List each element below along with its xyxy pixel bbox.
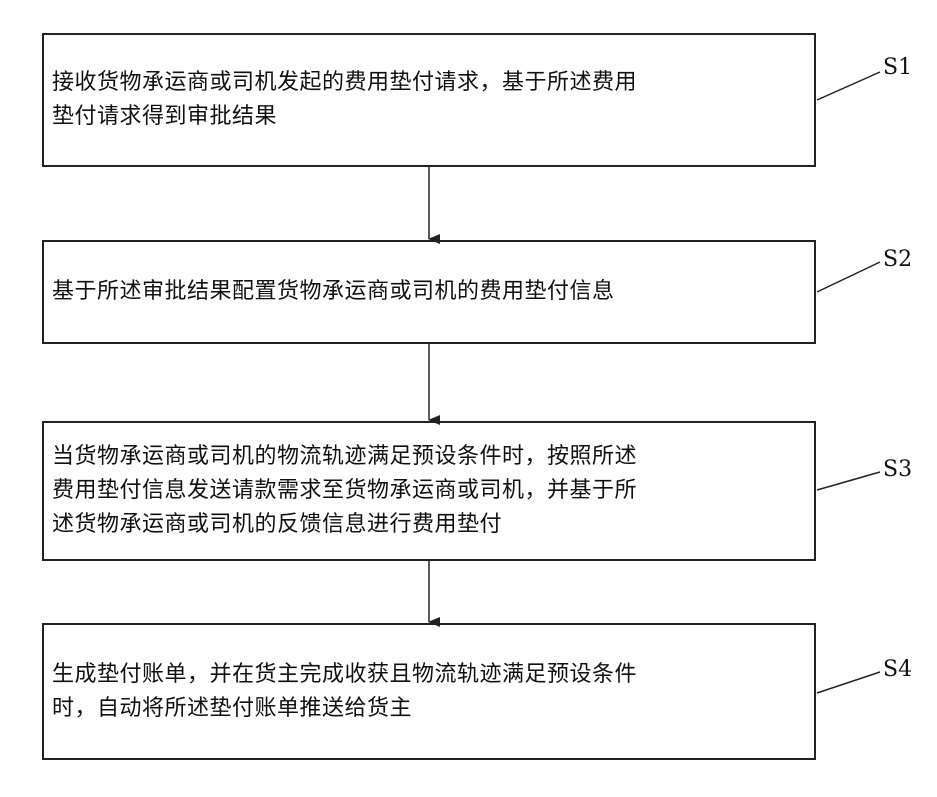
step-label-s2: S2 (883, 249, 912, 271)
step-label-s1: S1 (883, 57, 912, 79)
step-label-s3: S3 (883, 459, 912, 481)
leader-line-s2 (817, 262, 880, 292)
step-label-s4: S4 (883, 659, 912, 681)
leader-line-s3 (817, 472, 880, 490)
leader-line-s1 (817, 72, 880, 100)
leader-line-s4 (817, 672, 880, 693)
